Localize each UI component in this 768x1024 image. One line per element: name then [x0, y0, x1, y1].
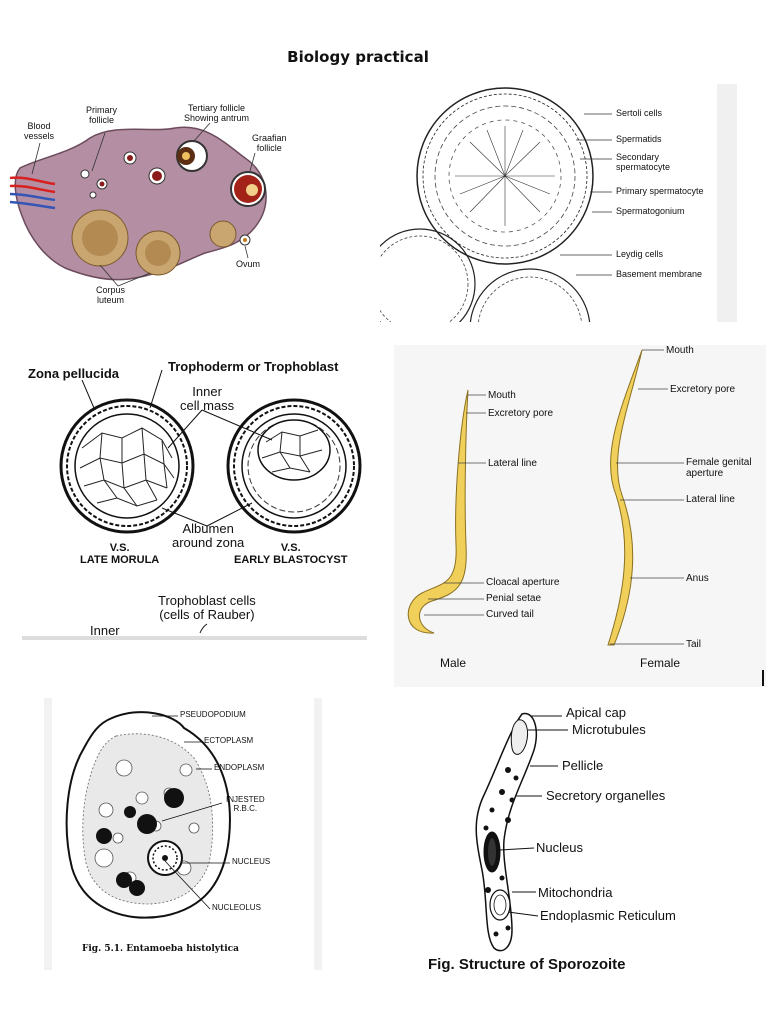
label-early-blastocyst: V.S. EARLY BLASTOCYST: [234, 542, 348, 567]
label-endoplasm: ENDOPLASM: [214, 763, 265, 772]
label-curved-tail: Curved tail: [486, 609, 534, 620]
sporozoite-illustration: [475, 712, 568, 952]
label-apical-cap: Apical cap: [566, 705, 626, 720]
label-albumen: Albumen around zona: [172, 521, 245, 551]
label-female-lateral-line: Lateral line: [686, 494, 735, 505]
label-tail: Tail: [686, 639, 702, 650]
testis-diagram: Sertoli cells Spermatids Secondary sperm…: [380, 84, 737, 322]
label-nucleus: NUCLEUS: [232, 857, 271, 866]
label-female-excretory-pore: Excretory pore: [670, 384, 736, 395]
panel-edge: [717, 84, 737, 322]
label-ovum: Ovum: [236, 259, 261, 269]
label-trophoblast-cells: Trophoblast cells (cells of Rauber): [158, 593, 256, 623]
page-title: Biology practical: [287, 48, 429, 66]
morula-blastocyst-illustration: [59, 369, 362, 634]
label-mitochondria: Mitochondria: [538, 885, 613, 900]
label-anus: Anus: [686, 573, 709, 584]
label-penial-setae: Penial setae: [486, 593, 542, 604]
label-zona-pellucida: Zona pellucida: [28, 366, 120, 381]
sporozoite-diagram: Apical cap Microtubules Pellicle Secreto…: [412, 700, 728, 982]
label-inner: Inner: [90, 623, 120, 638]
caption-entamoeba: Fig. 5.1. Entamoeba histolytica: [82, 944, 239, 954]
label-leydig-cells: Leydig cells: [616, 249, 664, 259]
label-nucleolus: NUCLEOLUS: [212, 903, 261, 912]
label-microtubules: Microtubules: [572, 722, 646, 737]
label-spermatids: Spermatids: [616, 134, 662, 144]
label-late-morula: V.S. LATE MORULA: [80, 542, 160, 567]
panel-divider: [22, 636, 367, 640]
label-tertiary-follicle: Tertiary follicle Showing antrum: [184, 103, 250, 123]
entamoeba-illustration: [65, 711, 231, 919]
label-male-excretory-pore: Excretory pore: [488, 408, 554, 419]
label-injested-rbc: INJESTED R.B.C.: [226, 795, 265, 813]
label-ectoplasm: ECTOPLASM: [204, 736, 254, 745]
entamoeba-diagram: PSEUDOPODIUM ECTOPLASM ENDOPLASM INJESTE…: [44, 698, 322, 970]
label-secretory-organelles: Secretory organelles: [546, 788, 666, 803]
label-female-mouth: Mouth: [666, 345, 694, 356]
caption-female: Female: [640, 656, 681, 670]
label-spermatogonium: Spermatogonium: [616, 206, 685, 216]
label-sertoli-cells: Sertoli cells: [616, 108, 663, 118]
label-inner-cell-mass: Inner cell mass: [180, 384, 235, 414]
label-female-genital-aperture: Female genital aperture: [686, 457, 752, 479]
label-male-mouth: Mouth: [488, 390, 516, 401]
ovary-diagram: Blood vessels Primary follicle Tertiary …: [0, 98, 290, 310]
label-graafian-follicle: Graafian follicle: [252, 133, 287, 153]
label-sporozoite-nucleus: Nucleus: [536, 840, 583, 855]
label-basement-membrane: Basement membrane: [616, 269, 703, 279]
ascaris-diagram: Mouth Excretory pore Lateral line Cloaca…: [394, 345, 766, 687]
label-male-lateral-line: Lateral line: [488, 458, 537, 469]
label-blood-vessels: Blood vessels: [24, 121, 55, 141]
caption-sporozoite: Fig. Structure of Sporozoite: [428, 956, 626, 973]
label-cloacal-aperture: Cloacal aperture: [486, 577, 560, 588]
label-pellicle: Pellicle: [562, 758, 604, 773]
ascaris-male-female-illustration: [407, 349, 684, 646]
label-secondary-spermatocyte: Secondary spermatocyte: [616, 152, 671, 172]
label-endoplasmic-reticulum: Endoplasmic Reticulum: [540, 908, 676, 923]
label-primary-follicle: Primary follicle: [86, 105, 117, 125]
page-edge-mark: [762, 670, 764, 686]
label-pseudopodium: PSEUDOPODIUM: [180, 710, 246, 719]
caption-male: Male: [440, 656, 467, 670]
ovary-illustration: [9, 122, 267, 287]
seminiferous-tubule-illustration: [380, 87, 612, 322]
label-trophoderm: Trophoderm or Trophoblast: [168, 359, 339, 374]
blastocyst-diagram: Zona pellucida Trophoderm or Trophoblast…: [22, 358, 367, 640]
label-corpus-luteum: Corpus luteum: [96, 285, 126, 305]
label-primary-spermatocyte: Primary spermatocyte: [616, 186, 704, 196]
